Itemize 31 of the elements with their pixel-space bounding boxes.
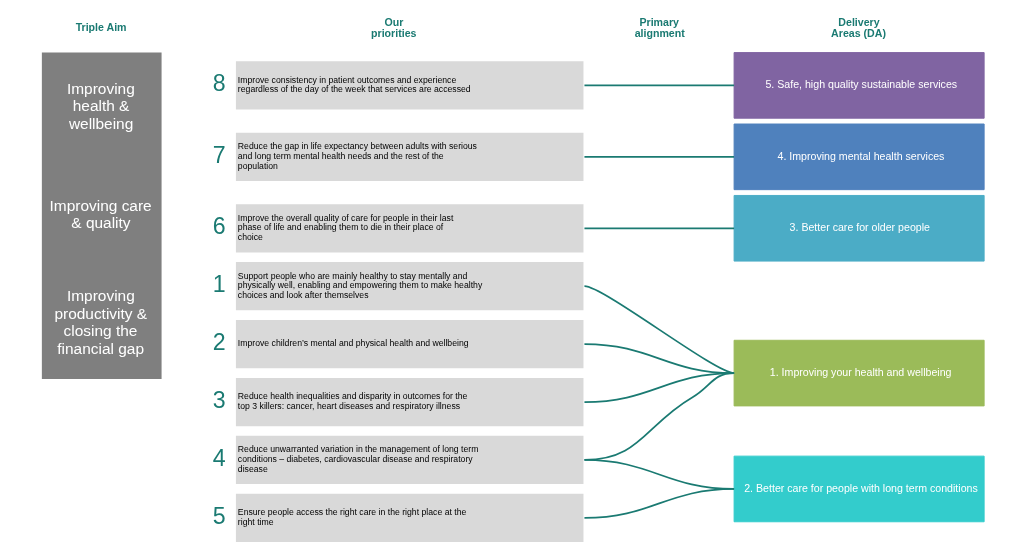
node-box: Improving health & wellbeing Improving care & quality Improving productivity & closing the financial gap: [41, 52, 162, 379]
node-box: Reduce health inequalities and disparity in outcomes for the top 3 killers: cancer, heart diseases and respiratory illness: [235, 377, 583, 427]
node-box: 4. Improving mental health services: [733, 123, 985, 191]
node-box: Improve consistency in patient outcomes and experience regardless of the day of the week that services are accessed: [235, 61, 583, 110]
node-box: 2. Better care for people with long term conditions: [733, 455, 985, 523]
node-box: Reduce the gap in life expectancy between adults with serious and long term mental health needs and the rest of the population: [235, 132, 583, 181]
label: Triple Aim: [75, 21, 127, 34]
node-label: 2: [212, 329, 226, 356]
node-box: Reduce unwarranted variation in the management of long term conditions – diabetes, cardiovascular disease and respiratory disease: [235, 435, 583, 485]
node-label: 3: [212, 387, 226, 414]
connector: [583, 155, 735, 158]
connector: [583, 227, 735, 230]
node-box: 1. Improving your health and wellbeing: [733, 339, 985, 407]
node-box: 5. Safe, high quality sustainable services: [733, 52, 985, 119]
connector: [583, 488, 735, 519]
label: Delivery Areas (DA): [830, 16, 886, 39]
node-box: Improve the overall quality of care for people in their last phase of life and enabling them to die in their place of choice: [235, 204, 583, 253]
node-box: Improve children’s mental and physical health and wellbeing: [235, 320, 583, 369]
node-box: 3. Better care for older people: [733, 194, 985, 262]
connector: [583, 372, 735, 461]
node-box: Ensure people access the right care in the right place at the right time: [235, 493, 583, 543]
node-label: 1: [212, 271, 226, 298]
node-label: 5: [212, 502, 226, 529]
node-box: Support people who are mainly healthy to stay mentally and physically well, enabling and empowering them to make healthy choices and look after themselves: [235, 262, 583, 311]
label: Our priorities: [370, 16, 416, 39]
node-label: 6: [212, 213, 226, 240]
node-label: 7: [212, 141, 226, 168]
node-label: 8: [212, 70, 226, 97]
node-label: 4: [212, 444, 226, 471]
connector: [583, 84, 735, 87]
label: Primary alignment: [634, 16, 685, 39]
